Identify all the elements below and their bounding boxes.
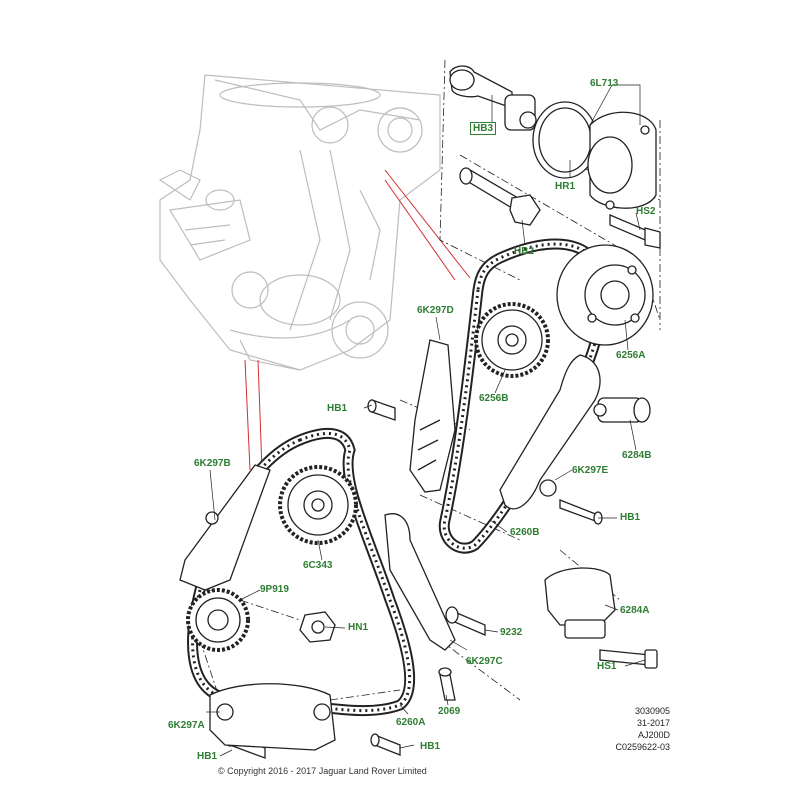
bolt-HS2 (609, 214, 661, 249)
callout-HS1: HS1 (597, 661, 617, 672)
info-line-3: AJ200D (637, 730, 670, 740)
callout-6C343: 6C343 (303, 560, 333, 571)
red-leader-lines (244, 169, 471, 471)
callout-leaders (206, 84, 646, 757)
callout-6260B: 6260B (510, 527, 540, 538)
ghost-engine-block (158, 74, 441, 371)
callout-6K297E: 6K297E (572, 465, 609, 476)
sprocket-9P919 (186, 588, 250, 652)
drawing-info-block: 3030905 31-2017 AJ200D C0259622-03 (590, 705, 670, 753)
solenoid-assembly (449, 65, 537, 131)
tensioner-arm-6K297E (499, 354, 601, 510)
callout-HB3: HB3 (470, 122, 497, 135)
info-line-1: 3030905 (634, 706, 670, 716)
callout-6284B: 6284B (622, 450, 652, 461)
info-line-4: C0259622-03 (615, 742, 670, 752)
sprocket-6256B (474, 302, 550, 378)
callout-HS2: HS2 (636, 206, 656, 217)
sprocket-6C343 (278, 465, 358, 545)
callout-HB1-right: HB1 (620, 512, 641, 523)
callout-6284A: 6284A (620, 605, 650, 616)
callout-HB1-upper: HB1 (327, 403, 348, 414)
callout-HN1: HN1 (348, 622, 369, 633)
tensioner-6284A (544, 567, 616, 639)
bolt-HB2 (459, 167, 541, 226)
callout-6K297B: 6K297B (194, 458, 231, 469)
misc-fasteners (299, 606, 658, 701)
callout-9232: 9232 (500, 627, 523, 638)
callout-6K297C: 6K297C (466, 656, 503, 667)
vvt-unit-6256A (556, 244, 654, 346)
guide-6K297C (384, 513, 456, 651)
guide-6K297B (179, 464, 271, 591)
callout-6L713: 6L713 (590, 78, 619, 89)
info-line-2: 31-2017 (636, 718, 670, 728)
callout-6256A: 6256A (616, 350, 646, 361)
callout-HR1: HR1 (555, 181, 576, 192)
cover-6L713 (532, 101, 657, 210)
guide-6K297A (209, 683, 336, 751)
callout-HB1-lower-left: HB1 (197, 751, 218, 762)
callout-HB2: HB2 (514, 246, 535, 257)
callout-9P919: 9P919 (260, 584, 289, 595)
callout-HB1-lower-right: HB1 (420, 741, 441, 752)
callout-2069: 2069 (438, 706, 461, 717)
callout-6260A: 6260A (396, 717, 426, 728)
callout-6256B: 6256B (479, 393, 509, 404)
copyright-text: © Copyright 2016 - 2017 Jaguar Land Rove… (218, 766, 427, 776)
guide-6K297D (409, 339, 456, 493)
tensioner-6284B (593, 397, 651, 423)
callout-6K297D: 6K297D (417, 305, 454, 316)
callout-6K297A: 6K297A (168, 720, 205, 731)
